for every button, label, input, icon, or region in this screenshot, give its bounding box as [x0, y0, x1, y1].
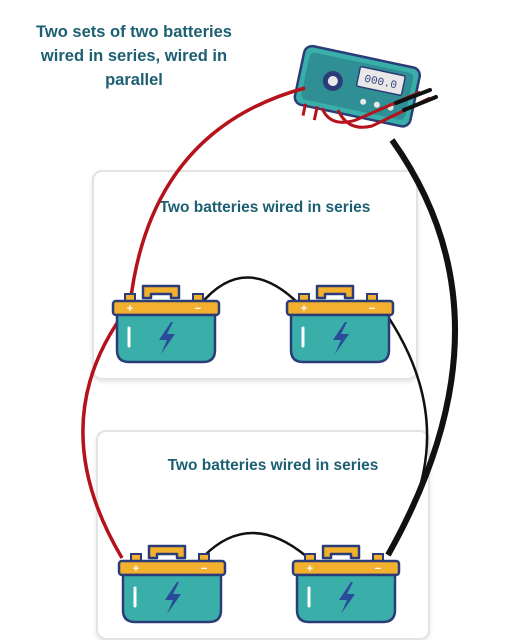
positive-terminal-symbol: +	[301, 303, 307, 315]
probe-tip-1	[394, 88, 432, 105]
battery-top-right: + −	[285, 284, 395, 364]
negative-terminal-symbol: −	[201, 563, 207, 575]
battery-bottom-right: + −	[291, 544, 401, 624]
negative-parallel-wire	[378, 304, 429, 556]
series-group-label-1: Two batteries wired in series	[159, 199, 371, 216]
negative-wire-to-meter	[385, 138, 458, 557]
battery-bottom-left: + −	[117, 544, 227, 624]
series-jumper-top	[199, 276, 301, 306]
multimeter-icon: 000.0	[293, 44, 422, 128]
series-group-label-2: Two batteries wired in series	[167, 457, 379, 474]
battery-top-left: + −	[111, 284, 221, 364]
probe-lead-red	[320, 90, 421, 124]
positive-terminal-symbol: +	[307, 563, 313, 575]
multimeter-screen	[355, 66, 406, 96]
diagram-title: Two sets of two batteries wired in serie…	[36, 23, 232, 89]
probe-tip-2	[402, 95, 438, 112]
positive-parallel-wire	[81, 303, 132, 559]
positive-terminal-symbol: +	[133, 563, 139, 575]
series-jumper-bottom	[203, 531, 307, 557]
negative-terminal-symbol: −	[375, 563, 381, 575]
positive-terminal-symbol: +	[127, 303, 133, 315]
negative-terminal-symbol: −	[195, 303, 201, 315]
probe-lead-red-2	[336, 96, 431, 129]
negative-terminal-symbol: −	[369, 303, 375, 315]
positive-wire-to-meter	[128, 86, 306, 306]
